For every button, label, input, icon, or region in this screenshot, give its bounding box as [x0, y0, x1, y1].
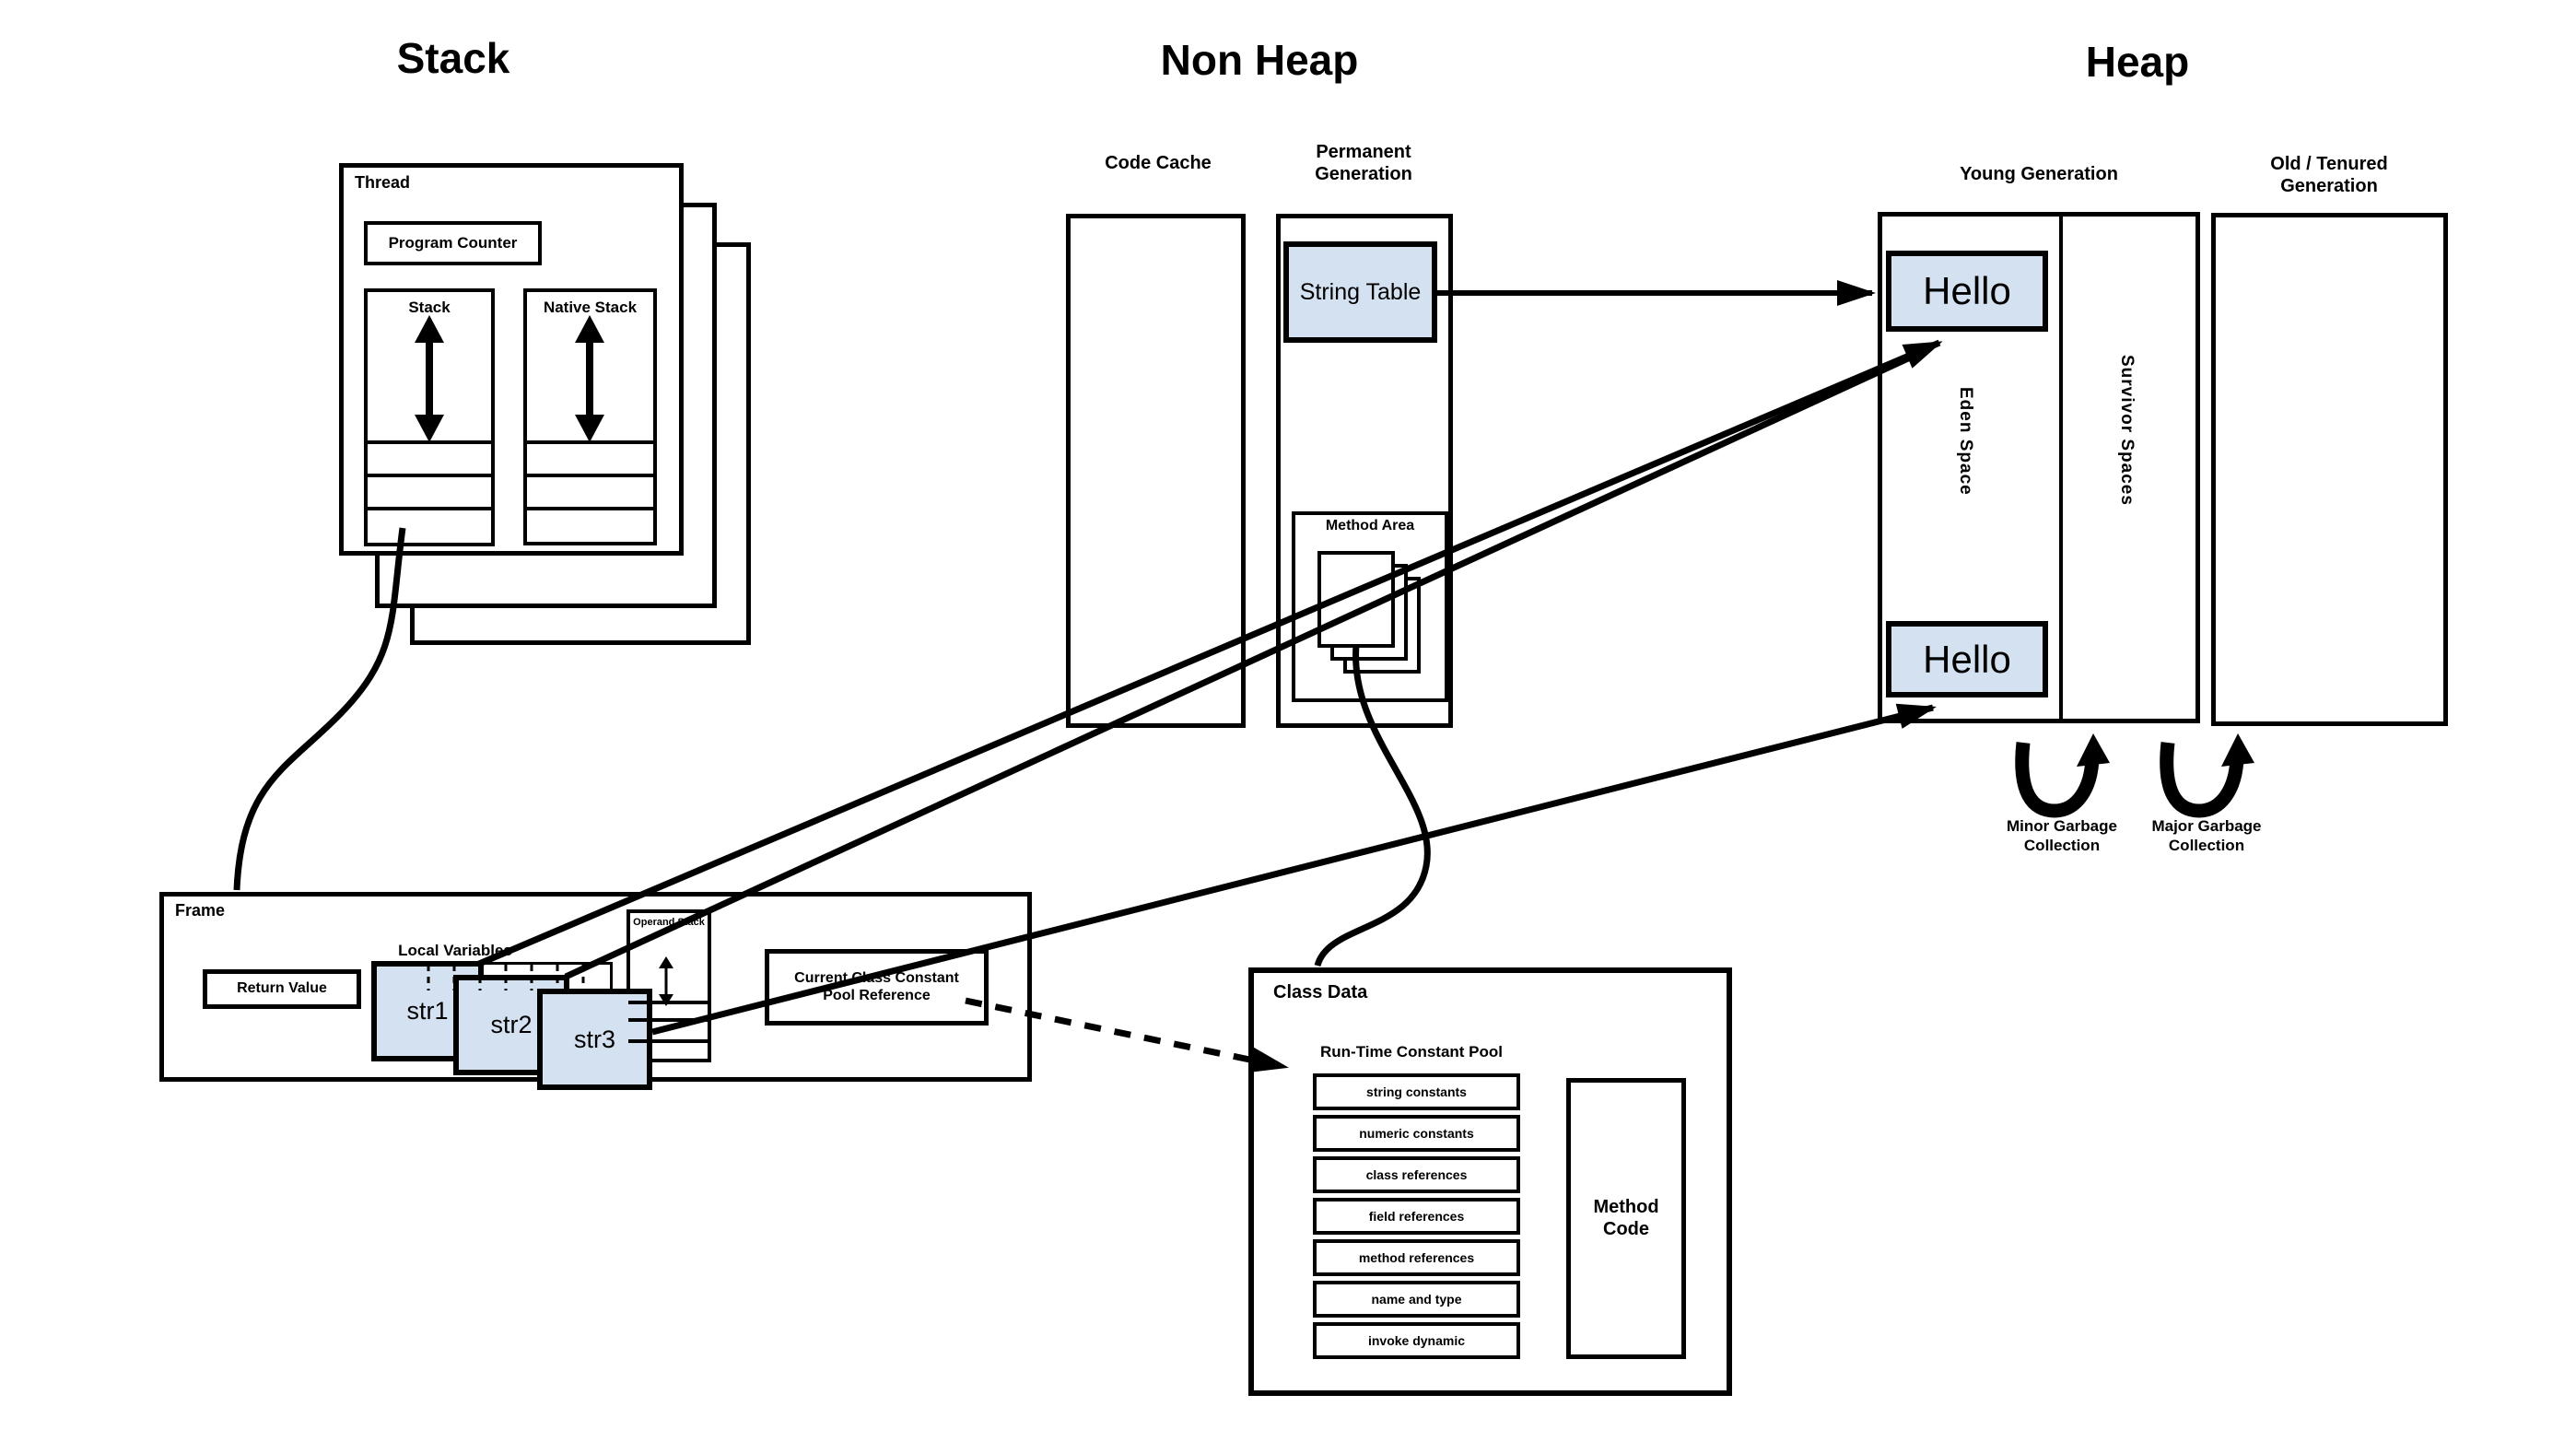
pool-row-label: method references [1358, 1249, 1475, 1265]
young-generation-label: Young Generation [1960, 164, 2118, 184]
program-counter-label: Program Counter [388, 233, 518, 252]
pool-row: invoke dynamic [1313, 1322, 1520, 1359]
hello-box-2: Hello [1886, 621, 2048, 697]
pool-row: numeric constants [1313, 1115, 1520, 1152]
non-heap-title: Non Heap [1160, 36, 1359, 84]
thread-stack-box [364, 288, 495, 546]
pool-row: field references [1313, 1198, 1520, 1235]
permanent-generation-label: Permanent Generation [1315, 142, 1412, 184]
method-code-label: Method Code [1593, 1196, 1659, 1239]
method-code-box: Method Code [1566, 1078, 1686, 1359]
method-area-label: Method Area [1325, 518, 1415, 533]
pool-row-label: name and type [1371, 1291, 1462, 1307]
hello-2-label: Hello [1923, 637, 2011, 681]
pool-row: class references [1313, 1156, 1520, 1193]
pool-row-label: class references [1365, 1166, 1468, 1182]
string-table-box: String Table [1283, 241, 1437, 343]
return-value-box: Return Value [203, 969, 361, 1009]
thread-label: Thread [355, 173, 411, 192]
heap-title: Heap [2085, 38, 2190, 86]
current-class-label: Current Class Constant Pool Reference [794, 969, 959, 1003]
hello-1-label: Hello [1923, 269, 2011, 312]
pool-row: method references [1313, 1239, 1520, 1276]
frame-label: Frame [175, 901, 226, 920]
major-gc-arrow [2160, 733, 2254, 818]
native-stack-box [523, 288, 657, 545]
pool-row-label: invoke dynamic [1367, 1332, 1466, 1348]
local-variables-label: Local Variables [398, 942, 512, 959]
pool-row-label: string constants [1366, 1084, 1467, 1099]
string-table-label: String Table [1299, 278, 1422, 305]
old-tenured-box [2211, 213, 2448, 726]
operand-stack-label: Operand Stack [633, 917, 705, 928]
str2-label: str2 [490, 1011, 533, 1038]
minor-gc-arrow [2015, 733, 2110, 818]
code-cache-box [1066, 214, 1246, 728]
runtime-pool-label: Run-Time Constant Pool [1320, 1043, 1504, 1061]
str1-label: str1 [406, 997, 449, 1025]
pool-row: name and type [1313, 1281, 1520, 1318]
pool-row-label: field references [1368, 1208, 1465, 1224]
eden-space-label: Eden Space [1956, 387, 1975, 496]
minor-gc-label: Minor Garbage Collection [2007, 817, 2117, 854]
stack-title: Stack [396, 34, 510, 82]
return-value-label: Return Value [237, 980, 327, 997]
current-class-box: Current Class Constant Pool Reference [765, 949, 989, 1026]
class-data-label: Class Data [1273, 982, 1368, 1002]
pool-row: string constants [1313, 1073, 1520, 1110]
old-tenured-label: Old / Tenured Generation [2270, 154, 2388, 196]
code-cache-label: Code Cache [1105, 153, 1212, 173]
str3-box: str3 [537, 989, 652, 1090]
thread-stack-label: Stack [408, 299, 451, 316]
hello-box-1: Hello [1886, 251, 2048, 332]
program-counter-box: Program Counter [364, 221, 542, 265]
str3-label: str3 [573, 1025, 615, 1053]
class-page-1 [1317, 551, 1395, 648]
native-stack-label: Native Stack [543, 299, 638, 316]
major-gc-label: Major Garbage Collection [2151, 817, 2262, 854]
survivor-spaces-label: Survivor Spaces [2117, 355, 2137, 506]
pool-row-label: numeric constants [1359, 1125, 1474, 1141]
